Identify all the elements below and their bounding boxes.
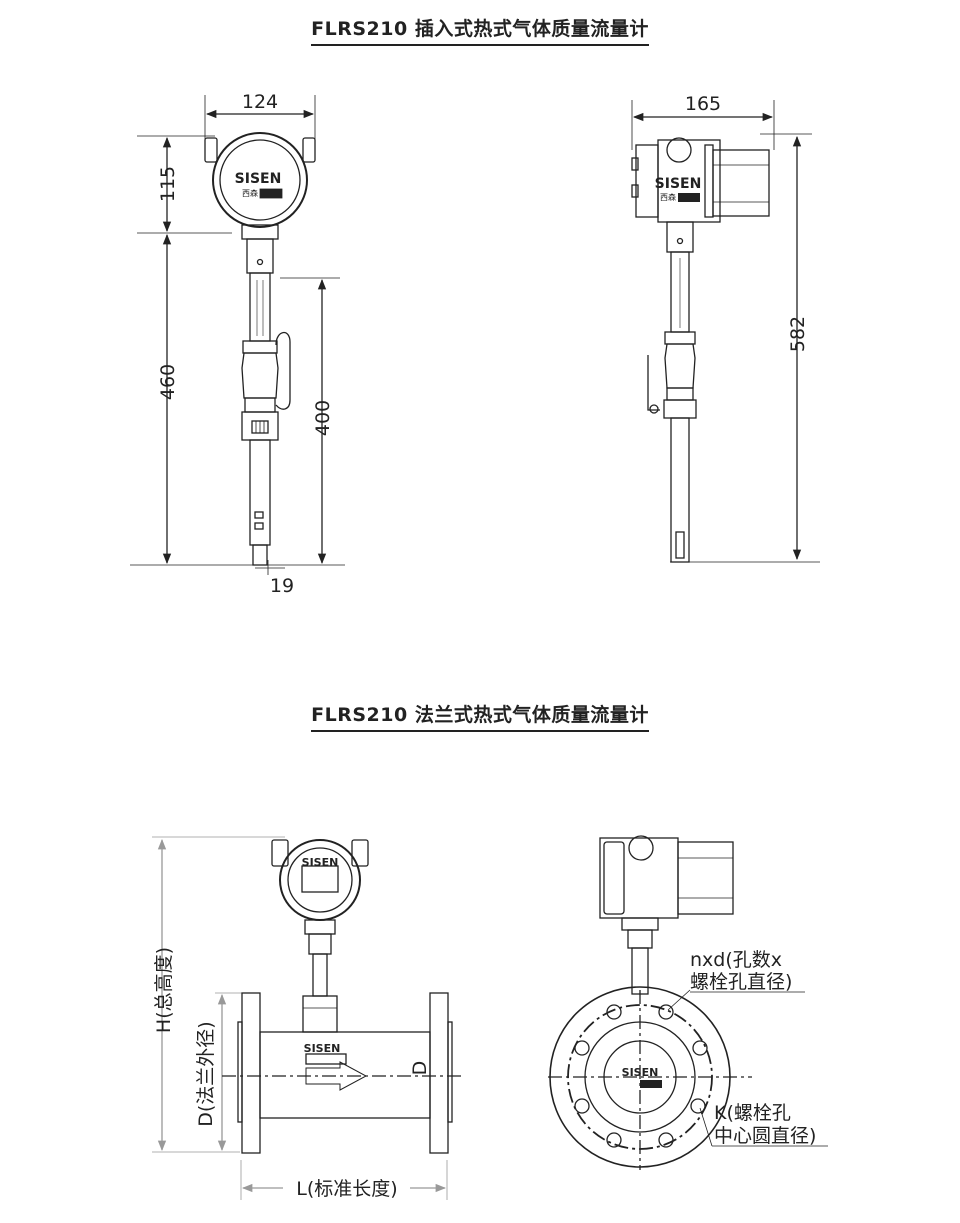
brand-logo-side: SISEN <box>655 176 702 192</box>
brand-logo-flange-side: SISEN <box>622 1066 659 1079</box>
dim-19: 19 <box>270 575 294 597</box>
brand-logo-flange: SISEN <box>302 856 339 869</box>
flange-title: FLRS210 法兰式热式气体质量流量计 <box>0 700 960 732</box>
label-holes-line1: nxd(孔数x <box>690 949 782 971</box>
label-length: L(标准长度) <box>296 1178 397 1200</box>
display-flange-side <box>640 1080 662 1088</box>
label-pipe-d: D <box>409 1061 431 1076</box>
sub-brand-front: 西森 <box>242 188 258 198</box>
dim-400: 400 <box>312 400 334 436</box>
label-bolt-line2: 中心圆直径) <box>714 1125 816 1147</box>
dim-124: 124 <box>242 91 278 113</box>
dim-165: 165 <box>685 93 721 115</box>
label-holes-line2: 螺栓孔直径) <box>690 971 792 993</box>
display-side <box>678 193 700 202</box>
insertion-side-view <box>631 100 820 563</box>
brand-logo-pipe: SISEN <box>304 1042 341 1055</box>
display-front <box>259 188 283 199</box>
brand-logo-front: SISEN <box>235 171 282 187</box>
sub-brand-side: 西森 <box>660 192 676 202</box>
dim-460: 460 <box>157 364 179 400</box>
label-bolt-line1: K(螺栓孔 <box>714 1102 791 1124</box>
dim-115: 115 <box>157 166 179 202</box>
label-total-height: H(总高度) <box>153 947 175 1033</box>
insertion-title: FLRS210 插入式热式气体质量流量计 <box>0 14 960 46</box>
dim-582: 582 <box>787 316 809 352</box>
flange-side-view <box>548 835 828 1170</box>
insertion-front-view <box>130 95 345 575</box>
flange-front-view <box>152 836 465 1200</box>
label-flange-od: D(法兰外径) <box>195 1021 217 1126</box>
